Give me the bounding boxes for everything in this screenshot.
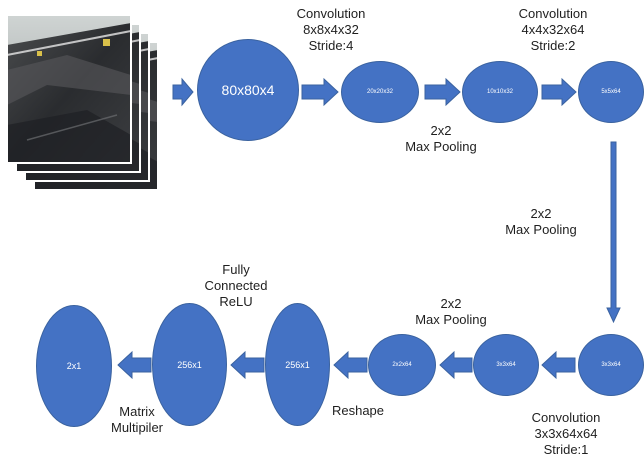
arrow-icon <box>541 77 577 107</box>
arrow-icon <box>439 350 473 380</box>
label-pool3: 2x2 Max Pooling <box>415 296 487 327</box>
arrow-icon <box>172 77 194 107</box>
label-fully-connected: Fully Connected ReLU <box>204 262 268 309</box>
node-2x2x64: 2x2x64 <box>368 334 436 396</box>
node-20x20x32: 20x20x32 <box>341 61 419 123</box>
arrow-icon <box>606 141 621 324</box>
arrow-icon <box>117 350 152 380</box>
node-5x5x64: 5x5x64 <box>578 61 644 123</box>
node-10x10x32: 10x10x32 <box>462 61 538 123</box>
arrows <box>117 77 621 380</box>
arrow-icon <box>230 350 265 380</box>
label-pool1: 2x2 Max Pooling <box>405 123 477 154</box>
label-conv2: Convolution 4x4x32x64 Stride:2 <box>518 6 588 53</box>
arrow-icon <box>424 77 461 107</box>
label-pool2: 2x2 Max Pooling <box>505 206 577 237</box>
label-conv3: Convolution 3x3x64x64 Stride:1 <box>531 410 601 457</box>
arrow-icon <box>301 77 339 107</box>
node-3x3x64-right: 3x3x64 <box>578 334 644 396</box>
label-matrix-multiplier: Matrix Multipiler <box>110 404 164 435</box>
node-80x80x4: 80x80x4 <box>197 39 299 141</box>
input-frames-stack <box>6 14 159 191</box>
arrow-icon <box>541 350 576 380</box>
label-conv1: Convolution 8x8x4x32 Stride:4 <box>296 6 366 53</box>
label-reshape: Reshape <box>331 403 385 418</box>
node-256x1-fc: 256x1 <box>152 303 227 426</box>
node-256x1-reshape: 256x1 <box>265 303 330 426</box>
node-3x3x64: 3x3x64 <box>473 334 539 396</box>
node-2x1-output: 2x1 <box>36 305 112 427</box>
arrow-icon <box>333 350 368 380</box>
